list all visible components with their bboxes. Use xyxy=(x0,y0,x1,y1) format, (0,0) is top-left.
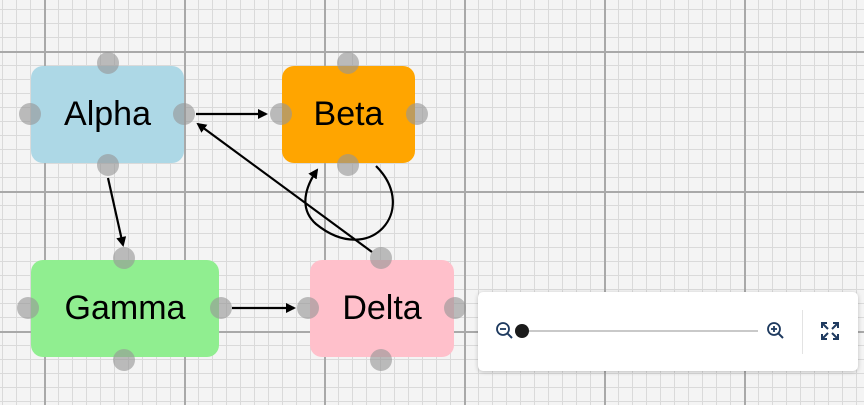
node-alpha-label: Alpha xyxy=(64,95,151,133)
delta-handle-right[interactable] xyxy=(444,297,466,319)
beta-handle-left[interactable] xyxy=(270,103,292,125)
beta-handle-right[interactable] xyxy=(406,103,428,125)
node-gamma-label: Gamma xyxy=(64,289,186,327)
beta-handle-bottom[interactable] xyxy=(337,154,359,176)
gamma-handle-right[interactable] xyxy=(210,297,232,319)
node-gamma[interactable]: Gamma xyxy=(31,260,219,357)
alpha-handle-top[interactable] xyxy=(97,52,119,74)
zoom-out-icon[interactable] xyxy=(494,320,516,342)
node-delta-label: Delta xyxy=(342,289,422,327)
alpha-handle-bottom[interactable] xyxy=(97,154,119,176)
alpha-handle-left[interactable] xyxy=(19,103,41,125)
beta-handle-top[interactable] xyxy=(337,52,359,74)
edge-beta-beta[interactable] xyxy=(304,165,394,241)
edge-delta-alpha[interactable] xyxy=(196,122,373,253)
fullscreen-icon[interactable] xyxy=(818,319,842,343)
delta-handle-bottom[interactable] xyxy=(370,349,392,371)
zoom-in-icon[interactable] xyxy=(765,320,787,342)
gamma-handle-left[interactable] xyxy=(17,297,39,319)
node-beta[interactable]: Beta xyxy=(282,66,415,163)
zoom-slider-track[interactable] xyxy=(522,330,758,332)
gamma-handle-bottom[interactable] xyxy=(113,349,135,371)
zoom-panel-divider xyxy=(802,310,803,354)
alpha-handle-right[interactable] xyxy=(173,103,195,125)
zoom-panel xyxy=(478,292,858,371)
node-beta-label: Beta xyxy=(313,95,384,133)
delta-handle-left[interactable] xyxy=(297,297,319,319)
node-alpha[interactable]: Alpha xyxy=(31,66,184,163)
zoom-slider-thumb[interactable] xyxy=(515,324,529,338)
edge-alpha-gamma[interactable] xyxy=(106,177,127,247)
node-delta[interactable]: Delta xyxy=(310,260,454,357)
gamma-handle-top[interactable] xyxy=(113,247,135,269)
delta-handle-top[interactable] xyxy=(370,247,392,269)
